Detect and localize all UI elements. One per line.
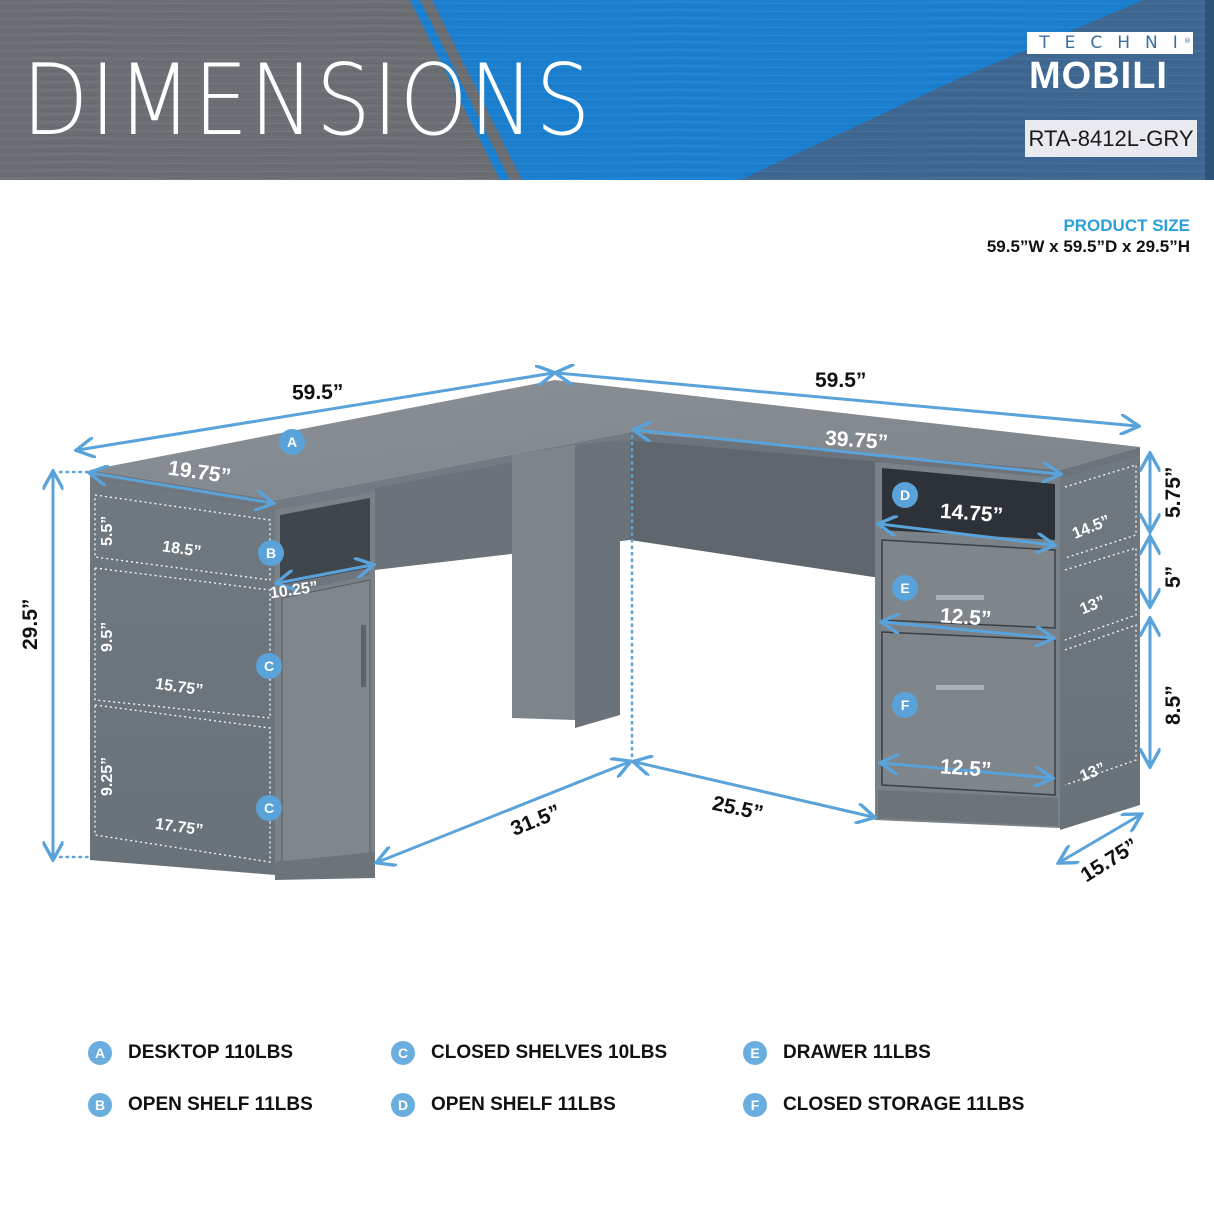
legend-item-a: A DESKTOP 110LBS (88, 1040, 293, 1066)
legend-badge: F (743, 1093, 767, 1117)
product-size: PRODUCT SIZE 59.5”W x 59.5”D x 29.5”H (987, 216, 1190, 258)
legend-label: DRAWER 11LBS (783, 1042, 931, 1063)
dim-left-shelf-height-2: 9.5” (99, 621, 116, 652)
legend-label: OPEN SHELF 11LBS (128, 1094, 313, 1115)
legend-item-c: C CLOSED SHELVES 10LBS (391, 1040, 667, 1066)
dim-left-shelf-height-1: 5.5” (99, 515, 116, 546)
product-size-value: 59.5”W x 59.5”D x 29.5”H (986, 237, 1190, 256)
legend-badge: A (88, 1041, 112, 1065)
dim-drawer-width: 12.5” (939, 604, 993, 631)
brand-logo-bottom: MOBILI (1029, 55, 1168, 97)
dim-left-width: 59.5” (291, 380, 344, 405)
product-size-label: PRODUCT SIZE (1063, 216, 1190, 235)
dim-desktop-inner-width: 39.75” (824, 426, 889, 455)
brand-logo-top: TECHNI ® (1027, 32, 1193, 54)
dim-left-shelf-height-3: 9.25” (99, 756, 116, 796)
dim-open-shelf-height: 5.75” (1162, 466, 1185, 518)
legend-badge: D (391, 1093, 415, 1117)
dim-drawer-height: 5” (1162, 565, 1185, 588)
legend-label: CLOSED STORAGE 11LBS (783, 1094, 1025, 1115)
legend-item-b: B OPEN SHELF 11LBS (88, 1092, 313, 1118)
brand-logo: TECHNI ® MOBILI (1027, 32, 1193, 98)
legend-label: DESKTOP 110LBS (128, 1042, 294, 1063)
legend-item-d: D OPEN SHELF 11LBS (391, 1092, 616, 1118)
desktop-surface (90, 380, 1140, 500)
legend-label: OPEN SHELF 11LBS (431, 1094, 616, 1115)
legend-badge: B (88, 1093, 112, 1117)
part-badge-f: F (892, 692, 918, 718)
weight-legend: A DESKTOP 110LBS B OPEN SHELF 11LBS C CL… (88, 1040, 1088, 1120)
legend-item-e: E DRAWER 11LBS (743, 1040, 931, 1066)
legend-item-f: F CLOSED STORAGE 11LBS (743, 1092, 1024, 1118)
desk-dimension-diagram: 59.5” 59.5” 29.5” 19.75” 5.5” 18.5” 10.2… (0, 340, 1214, 940)
model-number-badge: RTA-8412L-GRY (1025, 120, 1197, 157)
dim-storage-height: 8.5” (1162, 685, 1185, 725)
registered-mark: ® (1184, 37, 1191, 45)
left-cabinet-side (90, 478, 275, 875)
header-banner: DIMENSIONS TECHNI ® MOBILI RTA-8412L-GRY (0, 0, 1214, 180)
dim-open-shelf-width: 14.75” (939, 499, 1004, 528)
legend-badge: E (743, 1041, 767, 1065)
part-badge-b: B (258, 540, 284, 566)
part-badge-a: A (279, 429, 305, 455)
legend-badge: C (391, 1041, 415, 1065)
part-badge-c-upper: C (256, 653, 282, 679)
page-title: DIMENSIONS (22, 44, 593, 158)
dim-right-width: 59.5” (815, 369, 867, 392)
dim-overall-height: 29.5” (19, 598, 42, 650)
dim-storage-width: 12.5” (939, 755, 993, 782)
part-badge-c-lower: C (256, 795, 282, 821)
desk-illustration (0, 340, 1214, 880)
part-badge-d: D (892, 482, 918, 508)
legend-label: CLOSED SHELVES 10LBS (431, 1042, 668, 1063)
part-badge-e: E (892, 575, 918, 601)
